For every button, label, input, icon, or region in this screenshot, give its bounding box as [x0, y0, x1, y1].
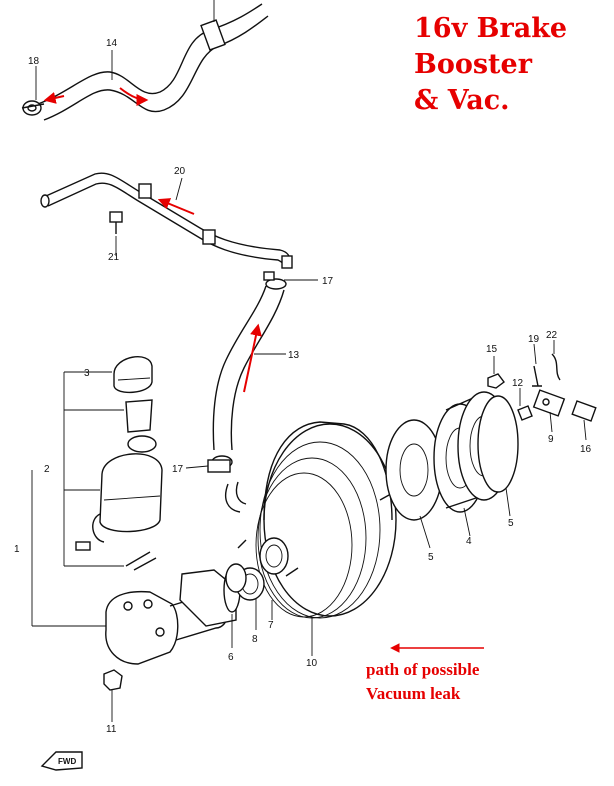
fwd-label: FWD — [58, 757, 76, 766]
callout-label: 13 — [288, 350, 300, 361]
annotation-line-1: path of possible — [366, 660, 480, 679]
vacuum-hose-13 — [211, 278, 287, 469]
callout-label: 19 — [528, 334, 540, 345]
clip-22 — [551, 353, 561, 381]
callout-label: 5 — [428, 552, 434, 563]
clamp-17-lower — [207, 459, 231, 473]
title-line-3: & Vac. — [414, 85, 510, 116]
annotation-line-2: Vacuum leak — [366, 684, 461, 703]
callout-label: 1 — [14, 544, 20, 555]
master-cylinder-1 — [105, 569, 237, 665]
callout-label: 18 — [28, 56, 40, 67]
callout-label: 21 — [108, 252, 120, 263]
callout-label: 2 — [44, 464, 50, 475]
pin-19 — [532, 365, 542, 387]
callout-label: 6 — [228, 652, 234, 663]
seal-8 — [225, 563, 247, 593]
callout-label: 17 — [172, 464, 184, 475]
bolt-21 — [109, 211, 123, 234]
callout-label: 7 — [268, 620, 274, 631]
callout-label: 20 — [174, 166, 186, 177]
callout-numbers: 1 2 3 4 5 5 6 7 8 9 10 11 12 13 14 15 16… — [14, 38, 592, 735]
brake-booster-10 — [237, 421, 421, 619]
callout-label: 8 — [252, 634, 258, 645]
nut-12 — [517, 405, 533, 421]
callout-label: 17 — [322, 276, 334, 287]
callout-label: 9 — [548, 434, 554, 445]
gasket-5-front — [385, 419, 443, 521]
callout-label: 12 — [512, 378, 524, 389]
hose-clamp-18 — [21, 100, 45, 116]
reservoir-cap-3 — [113, 356, 153, 393]
clevis-9 — [532, 389, 566, 417]
title-line-2: Booster — [414, 49, 532, 80]
callout-label: 15 — [486, 344, 498, 355]
callout-label: 22 — [546, 330, 558, 341]
nut-15 — [487, 373, 505, 389]
callout-label: 16 — [580, 444, 592, 455]
vacuum-hose-14 — [37, 0, 269, 121]
fwd-direction-marker: FWD — [40, 751, 83, 771]
check-valve-elbow — [224, 481, 247, 513]
title-line-1: 16v Brake — [414, 13, 568, 44]
callout-label: 4 — [466, 536, 472, 547]
pin-16 — [571, 400, 597, 422]
callout-label: 3 — [84, 368, 90, 379]
callout-leaders — [31, 50, 587, 722]
vacuum-pipe-20 — [40, 172, 293, 269]
callout-label: 11 — [106, 724, 117, 735]
reservoir-2 — [75, 435, 163, 571]
nut-11 — [103, 669, 123, 691]
gasket-5-rear — [477, 395, 519, 493]
callout-label: 5 — [508, 518, 514, 529]
callout-label: 14 — [106, 38, 118, 49]
filter-strainer — [125, 399, 153, 433]
vacuum-flow-arrows — [43, 87, 484, 653]
callout-label: 10 — [306, 658, 318, 669]
clamp-17-upper — [263, 271, 275, 281]
